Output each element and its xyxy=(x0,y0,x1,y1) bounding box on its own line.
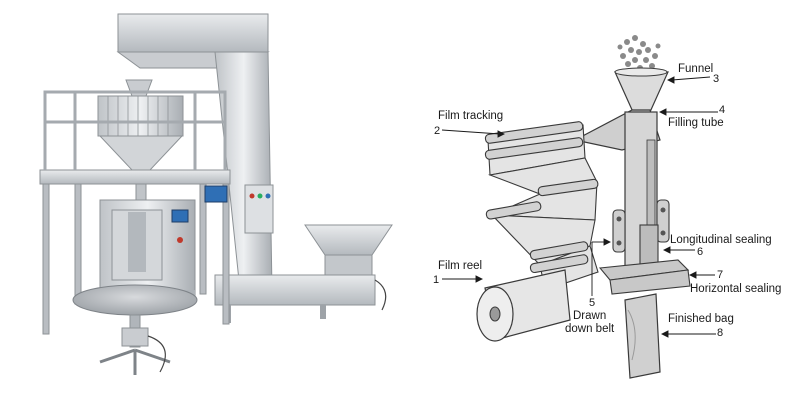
number-filling-tube: 4 xyxy=(719,104,726,116)
leader-lines xyxy=(441,76,718,338)
number-drawn-down-belt: 5 xyxy=(589,297,596,309)
funnel xyxy=(614,71,669,113)
weigher-panel xyxy=(204,185,228,203)
finished-bag xyxy=(624,293,661,379)
film-reel xyxy=(476,269,571,342)
weigher-top-cone xyxy=(125,79,153,97)
packaging-process-diagram xyxy=(441,35,718,379)
platform-legs xyxy=(42,183,230,335)
label-film-reel: Film reel xyxy=(438,260,483,272)
number-longitudinal-sealing: 6 xyxy=(697,246,704,258)
machine-touchscreen xyxy=(171,209,189,223)
film-rollers xyxy=(484,121,599,274)
feed-hopper xyxy=(304,224,393,256)
number-film-reel: 1 xyxy=(433,274,440,286)
drawn-down-belt-right xyxy=(656,199,670,243)
weigher-buckets xyxy=(97,95,184,137)
label-longitudinal-sealing: Longitudinal sealing xyxy=(670,234,772,246)
number-film-tracking: 2 xyxy=(434,125,441,137)
label-finished-bag: Finished bag xyxy=(668,313,734,325)
label-drawn-down-belt: Drawn down belt xyxy=(565,310,615,335)
elevator-head xyxy=(117,13,269,53)
platform-deck xyxy=(39,169,231,185)
vffs-machine-photo xyxy=(39,13,393,375)
label-horizontal-sealing: Horizontal sealing xyxy=(690,283,782,295)
label-funnel: Funnel xyxy=(678,63,714,75)
label-film-tracking: Film tracking xyxy=(438,110,504,122)
product-granules xyxy=(617,35,661,71)
elevator-control-box xyxy=(244,184,274,234)
longitudinal-sealer xyxy=(639,224,659,266)
platform-railing xyxy=(43,90,227,170)
number-funnel: 3 xyxy=(713,73,720,85)
number-horizontal-sealing: 7 xyxy=(717,269,724,281)
horizontal-sealing-jaws xyxy=(598,259,691,295)
elevator-base xyxy=(214,274,376,306)
rotary-table xyxy=(72,284,198,316)
rotary-table-motor xyxy=(121,327,149,347)
number-finished-bag: 8 xyxy=(717,327,724,339)
drawn-down-belt xyxy=(612,209,626,253)
label-filling-tube: Filling tube xyxy=(668,117,724,129)
weigher-discharge-cone xyxy=(98,135,184,171)
